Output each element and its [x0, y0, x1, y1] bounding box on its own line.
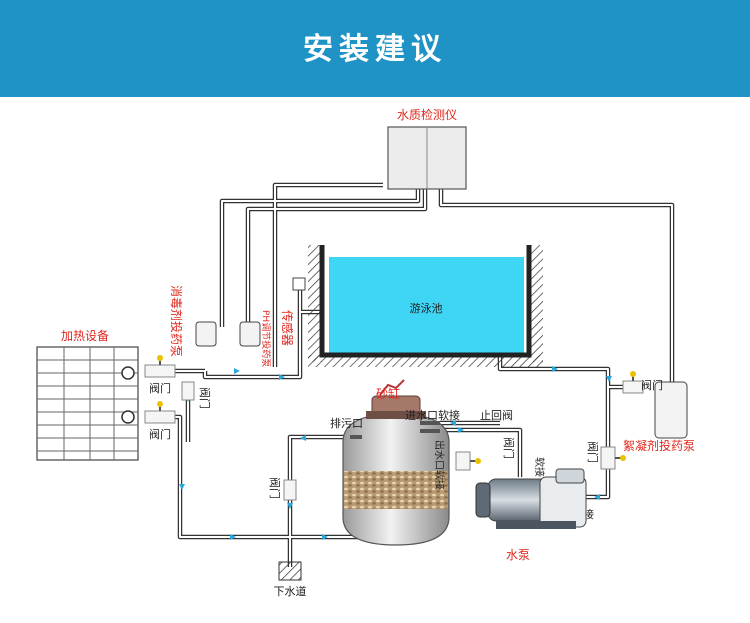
page-title: 安装建议	[303, 32, 447, 67]
check-valve-label: 止回阀	[480, 408, 513, 422]
pump-inlet-valve-label: 阀门	[502, 437, 516, 459]
flocculant-pump	[654, 381, 688, 439]
flow-arrow	[179, 484, 185, 490]
header-banner: 安装建议	[0, 0, 750, 97]
sand-tank: 砂缸	[342, 379, 450, 546]
flow-arrow	[234, 368, 240, 374]
inlet-hose-label: 进水口软接	[405, 408, 460, 422]
installation-diagram: 水质检测仪 游泳池 加热设备 阀门 阀门 阀门	[36, 107, 695, 598]
flocculant-pump-label: 絮凝剂投药泵	[623, 438, 695, 453]
sensor-label: 传感器	[280, 310, 295, 346]
flow-arrow	[458, 427, 464, 433]
ph-pump-label: PH调节投药泵	[260, 310, 272, 367]
right-valve: 阀门	[586, 441, 626, 470]
flow-arrow	[287, 503, 293, 509]
drain-valve: 阀门	[268, 477, 297, 501]
flocculant-valve: 阀门	[622, 371, 663, 394]
flocculant-valve-label: 阀门	[641, 378, 663, 392]
disinfectant-pump-label: 消毒剂投药泵	[169, 285, 184, 357]
sewer-label: 下水道	[274, 584, 307, 598]
heater-side-valve-label: 阀门	[198, 387, 212, 409]
heater-side-valve: 阀门	[181, 381, 212, 409]
sensor	[292, 277, 306, 291]
flow-arrow	[594, 494, 600, 500]
flow-arrow	[450, 420, 456, 426]
drain-valve-label: 阀门	[268, 477, 282, 499]
heater-valve-top: 阀门	[144, 355, 176, 395]
right-valve-label: 阀门	[586, 441, 600, 463]
pool-label: 游泳池	[410, 301, 443, 315]
heater-valve-top-label: 阀门	[149, 381, 171, 395]
flow-arrow	[322, 534, 328, 540]
sand-tank-label: 砂缸	[376, 386, 400, 401]
heater: 加热设备	[36, 329, 139, 461]
heater-valve-bottom: 阀门	[144, 401, 176, 441]
sewer: 下水道	[274, 561, 307, 598]
flow-arrow	[552, 366, 558, 372]
flow-arrow	[230, 534, 236, 540]
water-pump: 水泵	[475, 468, 587, 562]
heater-valve-bottom-label: 阀门	[149, 427, 171, 441]
heater-outlet	[121, 366, 135, 380]
pump-inlet-valve: 阀门	[455, 437, 516, 471]
water-quality-meter-label: 水质检测仪	[397, 107, 457, 122]
pump-label: 水泵	[506, 548, 530, 562]
disinfectant-pump	[195, 321, 217, 347]
swimming-pool: 游泳池	[308, 245, 543, 367]
flow-arrow	[606, 376, 612, 382]
heater-inlet	[121, 410, 135, 424]
flow-arrow	[300, 435, 306, 441]
drain-outlet-label: 排污口	[330, 416, 363, 430]
outlet-hose-label: 出水口软接	[433, 440, 446, 490]
heater-label: 加热设备	[61, 329, 109, 343]
flow-arrow	[279, 374, 285, 380]
ph-pump	[239, 321, 261, 347]
hose-label-1: 软接	[533, 457, 546, 477]
